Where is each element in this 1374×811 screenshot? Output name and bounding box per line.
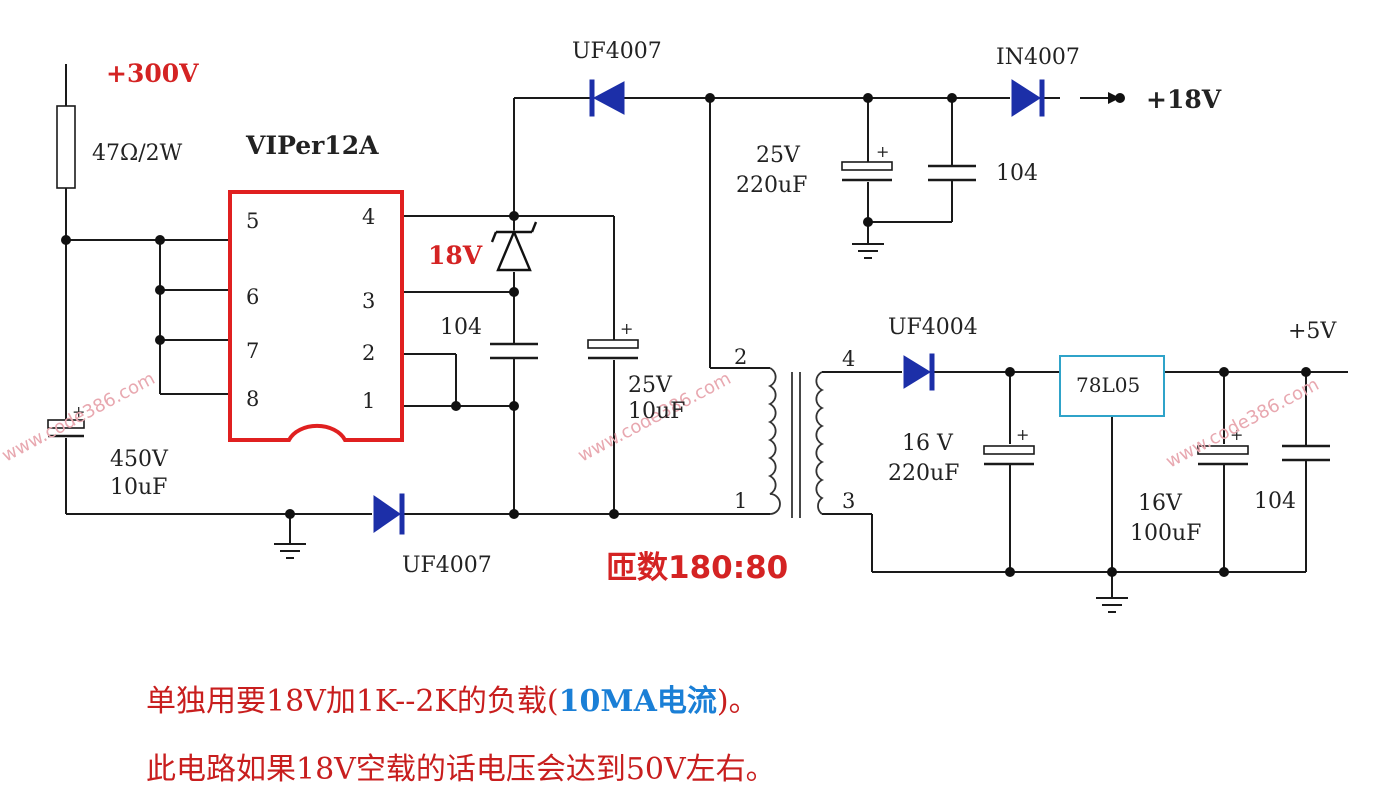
ic-pin: 8: [246, 387, 259, 411]
capacitor-25v-220uf: +: [841, 142, 893, 182]
labels: +300V 47Ω/2W VIPer12A 18V 104 25V 10uF 4…: [92, 39, 1337, 586]
note-line-2: 此电路如果18V空载的话电压会达到50V左右。: [146, 752, 776, 787]
label-c104-right: 104: [1254, 489, 1296, 514]
label-78l05: 78L05: [1076, 373, 1140, 397]
label-c16v-220uf-b: 220uF: [888, 461, 959, 486]
transformer-pin: 1: [734, 489, 747, 513]
note-line-1-text-c: )。: [716, 684, 759, 719]
capacitor-104-top: [928, 164, 976, 182]
ic-pin: 5: [246, 209, 259, 233]
diode-uf4004-icon: [903, 353, 935, 391]
zener-diode-18v: [490, 221, 538, 272]
resistor-47ohm: [56, 105, 76, 189]
ic-pin: 7: [246, 339, 259, 363]
ic-pin: 6: [246, 285, 259, 309]
transformer-pin: 2: [734, 345, 747, 369]
ic-pin: 4: [362, 205, 375, 229]
label-uf4007-top: UF4007: [572, 39, 662, 64]
label-c220uf-top: 220uF: [736, 173, 807, 198]
capacitor-25v-10uf: +: [587, 319, 639, 360]
note-line-1-text-a: 单独用要18V加1K--2K的负载(: [146, 684, 559, 719]
label-ic: VIPer12A: [245, 131, 379, 160]
label-uf4004: UF4004: [888, 315, 978, 340]
label-out18: +18V: [1146, 85, 1222, 114]
svg-text:+: +: [620, 319, 633, 338]
svg-text:+: +: [72, 402, 85, 421]
label-zener: 18V: [428, 241, 483, 270]
diode-uf4007-bottom-icon: [373, 493, 405, 535]
diode-uf4007-top-icon: [589, 79, 625, 117]
label-c10uf: 10uF: [628, 399, 685, 424]
label-resistor: 47Ω/2W: [92, 141, 183, 166]
label-out5: +5V: [1288, 319, 1337, 344]
capacitor-104-mid: [490, 342, 538, 360]
label-c16v-100uf-b: 100uF: [1130, 521, 1201, 546]
viper12a-ic: [228, 190, 404, 442]
ic-pin: 1: [362, 389, 375, 413]
note-line-1: 单独用要18V加1K--2K的负载(10MA电流)。: [146, 676, 759, 720]
capacitor-450v-10uf: +: [47, 402, 85, 438]
label-c16v-220uf-a: 16 V: [902, 431, 954, 456]
ic-pin-labels: 5 6 7 8 4 3 2 1: [246, 205, 375, 413]
ground-symbol-top: [852, 243, 884, 259]
transformer: [767, 367, 825, 518]
svg-text:+: +: [1230, 425, 1243, 444]
label-in4007: IN4007: [996, 45, 1080, 70]
label-turns-ratio: 匝数180:80: [606, 550, 788, 586]
svg-text:+: +: [876, 142, 889, 161]
capacitor-16v-100uf: +: [1197, 425, 1249, 466]
junction-dots: [61, 93, 1311, 577]
transformer-pin-labels: 2 1 4 3: [734, 345, 855, 513]
transformer-pin: 3: [842, 489, 855, 513]
label-c104-mid: 104: [440, 315, 482, 340]
label-300v: +300V: [106, 59, 199, 88]
watermark: www.code386.com: [1162, 374, 1322, 472]
label-c25v: 25V: [628, 373, 673, 398]
transformer-pin: 4: [842, 347, 855, 371]
label-c450v: 450V: [110, 447, 169, 472]
capacitor-16v-220uf: +: [983, 425, 1035, 466]
label-c104-top: 104: [996, 161, 1038, 186]
note-current-highlight: 10MA电流: [558, 684, 717, 719]
capacitor-104-right: [1282, 444, 1330, 462]
ground-symbol-secondary: [1096, 597, 1128, 613]
svg-text:+: +: [1016, 425, 1029, 444]
output-18v-arrow: [1108, 92, 1120, 104]
ic-pin: 2: [362, 341, 375, 365]
label-c450v-10uf: 10uF: [110, 475, 167, 500]
diode-in4007-icon: [1011, 79, 1045, 117]
ic-pin: 3: [362, 289, 375, 313]
regulator-78l05: [1059, 355, 1165, 417]
label-c25v-top: 25V: [756, 143, 801, 168]
label-c16v-100uf-a: 16V: [1138, 491, 1183, 516]
label-uf4007-bottom: UF4007: [402, 553, 492, 578]
ground-symbol-primary: [274, 543, 306, 559]
